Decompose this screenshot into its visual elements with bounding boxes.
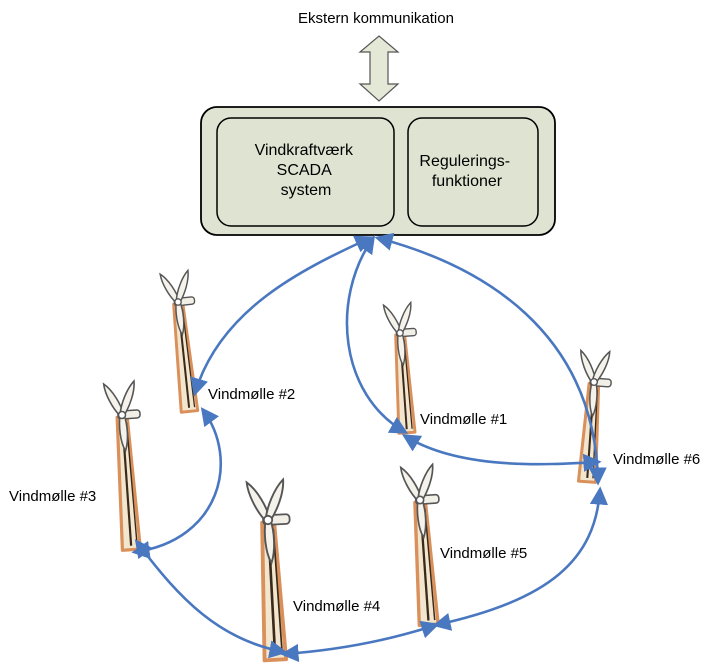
link-turbine-1-turbine-6 — [401, 434, 602, 472]
turbine-1-label: Vindmølle #1 — [420, 411, 507, 428]
turbine-hub — [396, 329, 404, 337]
turbine-blade — [119, 379, 135, 417]
link-turbine-5-turbine-6 — [432, 486, 609, 631]
wind-turbine-2 — [159, 268, 200, 414]
turbine-blade — [175, 268, 189, 304]
turbine-blade — [416, 498, 427, 540]
regulation-functions-label: Regulerings- funktioner — [419, 153, 514, 190]
turbine-blade — [175, 301, 185, 337]
scada-system-label: Vindkraftværk SCADA system — [255, 142, 358, 199]
turbine-hub — [415, 495, 425, 505]
wind-turbine-1 — [382, 300, 417, 435]
regulation-line-2: funktioner — [432, 173, 503, 190]
regulation-functions-box — [407, 117, 539, 227]
turbine-blade — [264, 477, 285, 523]
regulation-line-1: Regulerings- — [419, 153, 510, 170]
scada-line-1: Vindkraftværk — [255, 142, 354, 159]
wind-turbine-4 — [245, 477, 291, 663]
link-turbine-4-turbine-5 — [280, 620, 440, 663]
turbine-blade — [118, 414, 129, 453]
turbine-2-label: Vindmølle #2 — [208, 386, 295, 403]
turbine-hub — [117, 410, 127, 420]
scada-system-box — [216, 117, 395, 227]
link-turbine-3-turbine-4 — [134, 539, 288, 659]
turbine-hub — [262, 514, 274, 526]
turbine-hub — [589, 377, 599, 387]
turbine-3-label: Vindmølle #3 — [9, 488, 96, 505]
wind-turbine-3 — [102, 379, 142, 552]
external-communication-arrow — [358, 35, 400, 102]
scada-line-2: SCADA — [277, 162, 332, 179]
turbine-5-label: Vindmølle #5 — [440, 545, 527, 562]
turbine-6-label: Vindmølle #6 — [613, 451, 700, 468]
scada-line-3: system — [281, 182, 332, 199]
turbine-4-label: Vindmølle #4 — [293, 598, 380, 615]
link-scada-turbine-2 — [190, 235, 374, 397]
external-communication-label: Ekstern kommunikation — [298, 10, 454, 27]
turbine-hub — [174, 298, 182, 306]
communication-links — [131, 232, 609, 663]
link-scada-turbine-6 — [374, 232, 607, 486]
link-turbine-2-turbine-3 — [131, 407, 223, 559]
